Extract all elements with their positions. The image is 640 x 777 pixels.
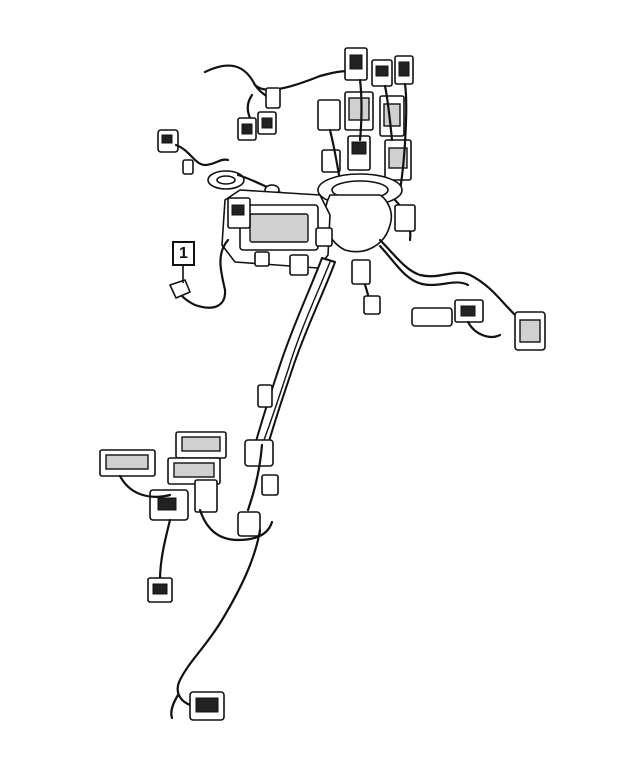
main-trunk [254,257,336,446]
central-hub [317,173,416,253]
relay-module [221,189,333,276]
right-branch [351,238,546,351]
upper-left-branch [157,129,292,198]
lower-long-wire [170,528,262,721]
top-branch-wire [203,64,352,141]
callout-label-1: 1 [172,241,195,266]
left-loop-branch [169,238,230,309]
upper-right-connector-cluster [317,47,414,192]
lower-connector-cluster [99,431,279,603]
